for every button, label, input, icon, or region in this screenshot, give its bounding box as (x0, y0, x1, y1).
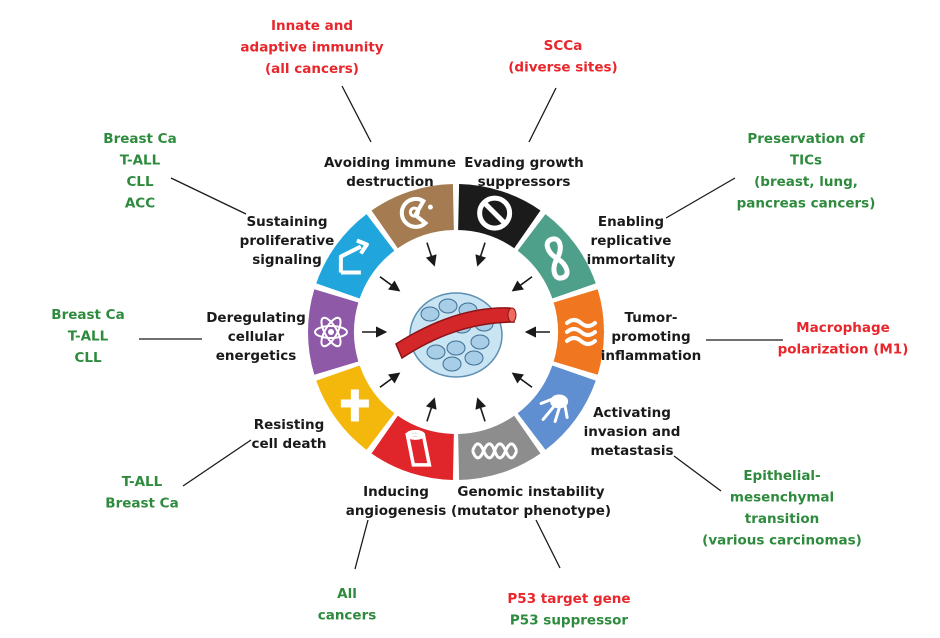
segment-angio (371, 415, 454, 480)
flame-icon (565, 318, 597, 346)
segment-genomic (458, 415, 541, 480)
leader-line-proliferative (170, 177, 247, 215)
leader-line-invasion (673, 455, 722, 492)
label-genomic: Genomic instability(mutator phenotype) (451, 484, 611, 519)
atom-icon (314, 316, 348, 348)
segment-proliferative (316, 214, 395, 299)
annotation-growth: SCCa(diverse sites) (508, 38, 617, 76)
leader-line-replicative (665, 177, 736, 219)
blood-vessel-icon (405, 429, 432, 467)
leader-line-angio (354, 519, 369, 570)
pacman-cell-icon (399, 196, 433, 229)
cross-icon (340, 389, 369, 422)
infinity-icon (544, 236, 570, 281)
hallmark-ring (307, 184, 604, 480)
leader-line-immune (341, 85, 372, 143)
signal-arrow-icon (338, 238, 369, 275)
spreading-cell-icon (539, 394, 569, 423)
center-arrows (362, 242, 550, 422)
leader-line-growth (528, 87, 557, 143)
prohibition-icon (477, 195, 513, 231)
leader-line-death (182, 439, 252, 487)
dna-helix-icon (471, 442, 519, 460)
tumor-with-blood-vessel-icon (395, 292, 517, 378)
leader-line-genomic (535, 519, 561, 569)
